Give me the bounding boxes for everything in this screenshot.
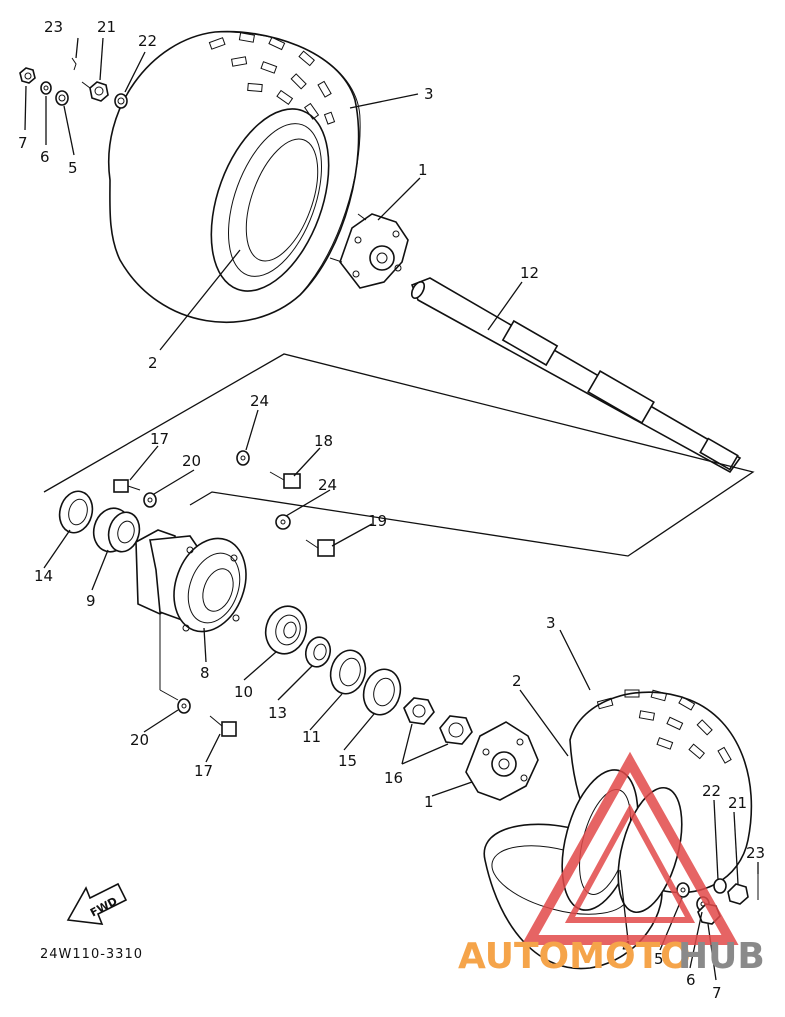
callout-5: 5 [654, 950, 664, 968]
callout-1: 1 [424, 793, 434, 811]
callout-23: 23 [44, 18, 63, 36]
rear-axle [410, 277, 742, 474]
callout-2: 2 [148, 354, 158, 372]
callout-8: 8 [200, 664, 210, 682]
watermark-text: AUTOMOTO HUB [458, 936, 765, 977]
drawing-code: 24W110-3310 [40, 947, 143, 962]
hub-carrier [135, 529, 247, 701]
callout-21: 21 [97, 18, 116, 36]
callout-23: 23 [746, 844, 765, 862]
callout-7: 7 [18, 134, 28, 152]
upper-fasteners [19, 57, 128, 109]
watermark-text-orange: AUTOMOTO [458, 936, 691, 977]
callout-15: 15 [338, 752, 357, 770]
leader-lines [24, 37, 759, 981]
hub-upper [329, 213, 409, 289]
callout-1: 1 [418, 161, 428, 179]
callout-7: 7 [712, 984, 722, 1002]
tire-upper [107, 30, 361, 323]
callout-10: 10 [234, 683, 253, 701]
callout-17: 17 [194, 762, 213, 780]
callout-21: 21 [728, 794, 747, 812]
hub-lower [465, 721, 539, 801]
callout-3: 3 [546, 614, 556, 632]
callout-24: 24 [318, 476, 337, 494]
callout-20: 20 [130, 731, 149, 749]
watermark-logo [521, 751, 739, 945]
callout-18: 18 [314, 432, 333, 450]
bolts-and-washers [113, 450, 335, 737]
callout-4: 4 [622, 938, 632, 956]
callout-labels: 23 21 22 7 6 5 3 1 12 2 24 18 17 20 24 1… [18, 18, 765, 1002]
callout-11: 11 [302, 728, 321, 746]
callout-6: 6 [686, 971, 696, 989]
callout-17: 17 [150, 430, 169, 448]
callout-20: 20 [182, 452, 201, 470]
callout-12: 12 [520, 264, 539, 282]
callout-6: 6 [40, 148, 50, 166]
callout-24: 24 [250, 392, 269, 410]
watermark-text-gray: HUB [678, 936, 765, 977]
callout-22: 22 [702, 782, 721, 800]
callout-9: 9 [86, 592, 96, 610]
forward-direction-arrow: FWD [66, 882, 128, 925]
callout-5: 5 [68, 159, 78, 177]
bearings-and-seals [58, 490, 473, 745]
callout-3: 3 [424, 85, 434, 103]
callout-16: 16 [384, 769, 403, 787]
explode-boundary [43, 353, 755, 557]
callout-2: 2 [512, 672, 522, 690]
callout-14: 14 [34, 567, 53, 585]
callout-13: 13 [268, 704, 287, 722]
callout-22: 22 [138, 32, 157, 50]
callout-19: 19 [368, 512, 387, 530]
